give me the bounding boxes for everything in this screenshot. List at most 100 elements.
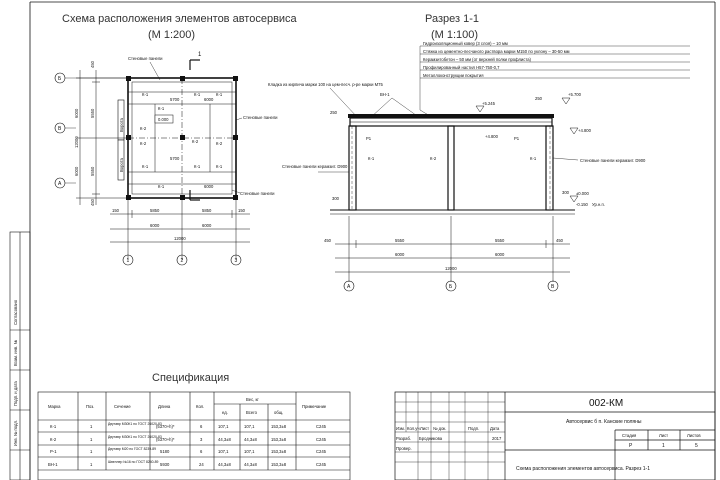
plan-el-k1-e: К-1 bbox=[194, 164, 201, 169]
stamp-dev-name: Бродникова bbox=[419, 436, 443, 441]
section-dim-1-3: 450 bbox=[556, 238, 564, 243]
axis-col-1: 1 bbox=[127, 258, 130, 264]
section-p1-left: Р1 bbox=[366, 136, 372, 141]
stamp-sheet-title: Схема расположения элементов автосервиса… bbox=[516, 466, 650, 472]
axis-bubble-col-2 bbox=[176, 254, 188, 266]
plan-columns bbox=[126, 76, 238, 200]
svg-text:С245: С245 bbox=[316, 424, 327, 429]
svg-text:1: 1 bbox=[90, 449, 93, 454]
svg-text:3: 3 bbox=[200, 437, 203, 442]
svg-text:С245: С245 bbox=[316, 462, 327, 467]
roof-layer-4: Профилированный настил Н57-750-0,7 bbox=[423, 65, 500, 70]
plan-el-k1-f: К-1 bbox=[216, 164, 223, 169]
section-dim-side-right: 300 bbox=[562, 190, 570, 195]
axis-bubble-col-1 bbox=[122, 254, 134, 266]
section-dim-top-right: 250 bbox=[535, 96, 543, 101]
spec-sub-total: Всего bbox=[246, 410, 258, 415]
svg-text:107,1: 107,1 bbox=[218, 449, 229, 454]
side-label-inv: Инв. № подл. bbox=[13, 420, 18, 446]
plan-panel-note-2: Стеновые панели bbox=[243, 115, 278, 120]
plan-el-k1-d: К-1 bbox=[142, 164, 149, 169]
section-dim-1-1: 5550 bbox=[395, 238, 405, 243]
svg-text:5930: 5930 bbox=[160, 462, 170, 467]
roof-layer-2: Стяжка из цементно-песчаного раствора ма… bbox=[423, 49, 570, 54]
plan-el-k1-c: К-1 bbox=[216, 92, 223, 97]
stamp-col-qty: Кол.уч bbox=[407, 426, 420, 431]
axis-col-2: 2 bbox=[181, 258, 184, 264]
spec-table: Спецификация Марка Поз. Сечение Длина Ко… bbox=[37, 372, 351, 480]
svg-text:Швеллер №16 по ГОСТ 8240-89: Швеллер №16 по ГОСТ 8240-89 bbox=[108, 460, 159, 464]
svg-text:К-2: К-2 bbox=[50, 437, 57, 442]
section-axis-c: В bbox=[551, 284, 555, 290]
roof-layer-3: Керамзитобетон – 50 мм (от верхней полки… bbox=[423, 57, 532, 62]
plan-drawing: Схема расположения элементов автосервиса… bbox=[54, 13, 298, 266]
section-col-k2: К-2 bbox=[430, 156, 437, 161]
plan-el-k1-h: К-1 bbox=[158, 184, 165, 189]
section-dim-2-1: 6000 bbox=[495, 252, 505, 257]
svg-text:Двутавр М30К1 по ГОСТ 26020-83: Двутавр М30К1 по ГОСТ 26020-83 bbox=[108, 435, 162, 439]
stamp-sheet-v: 1 bbox=[662, 443, 665, 449]
stamp-dev-role: Разраб. bbox=[396, 436, 411, 441]
spec-row-1: К-1 1 Двутавр М30К1 по ГОСТ 26020-83 (53… bbox=[50, 422, 327, 429]
plan-dim-left-1: 5550 bbox=[90, 108, 95, 118]
plan-zero-box bbox=[154, 114, 174, 124]
stamp-sheets-v: 5 bbox=[695, 443, 698, 449]
svg-text:С245: С245 bbox=[316, 437, 327, 442]
plan-scale: (М 1:200) bbox=[148, 29, 195, 41]
stamp-check-role: Провер. bbox=[396, 446, 412, 451]
level-mark-4: +4.800 bbox=[485, 134, 499, 139]
stamp-stage-v: Р bbox=[629, 443, 633, 449]
section-axis-b: Б bbox=[449, 284, 453, 290]
svg-text:К-1: К-1 bbox=[50, 424, 57, 429]
spec-header-length: Длина bbox=[158, 404, 171, 409]
plan-el-k2-b: К-2 bbox=[192, 139, 199, 144]
section-axis-bubble-b bbox=[445, 280, 457, 292]
stamp-col-sheet: Лист bbox=[420, 426, 429, 431]
roof-structure bbox=[348, 114, 554, 127]
svg-text:153,3±8: 153,3±8 bbox=[271, 462, 287, 467]
roof-layers-box bbox=[419, 45, 690, 123]
stamp-dev-year: 2017 bbox=[492, 436, 502, 441]
svg-text:153,3±8: 153,3±8 bbox=[271, 449, 287, 454]
plan-dim-b2-0: 6000 bbox=[150, 223, 160, 228]
plan-dims-left bbox=[76, 70, 128, 205]
panel-note-left: Стеновые панели керамзит. D900 bbox=[282, 164, 348, 169]
svg-text:1: 1 bbox=[90, 437, 93, 442]
spec-header-mark: Марка bbox=[48, 404, 61, 409]
plan-dim-left-4: 6000 bbox=[74, 166, 79, 176]
section-dim-side-left: 300 bbox=[332, 196, 340, 201]
stamp-col-date: Дата bbox=[490, 426, 500, 431]
beam-label: ВН-1 bbox=[380, 92, 390, 97]
plan-dim-b3: 12000 bbox=[174, 236, 186, 241]
plan-panel-note-3: Стеновые панели bbox=[240, 191, 275, 196]
section-drawing: Разрез 1-1 (М 1:100) Гидроизоляционный к… bbox=[268, 13, 690, 292]
plan-el-k2-d: К-2 bbox=[216, 141, 223, 146]
plan-dim-b1-2: 5850 bbox=[202, 208, 212, 213]
section-dim-top-left: 250 bbox=[330, 110, 338, 115]
plan-dims-bottom bbox=[110, 200, 250, 260]
svg-text:44,3±8: 44,3±8 bbox=[218, 462, 231, 467]
axis-row-3: А bbox=[58, 181, 62, 187]
cut-marker-top bbox=[189, 59, 200, 70]
spec-sub-unit: ед. bbox=[222, 410, 228, 415]
section-dim-3: 12000 bbox=[445, 266, 457, 271]
stamp-project: Автосервис б п. Канские поляны bbox=[566, 419, 642, 425]
plan-axis-leaders bbox=[65, 77, 128, 184]
svg-text:С245: С245 bbox=[316, 449, 327, 454]
level-triangles bbox=[475, 97, 579, 203]
plan-dim-b1-3: 150 bbox=[238, 208, 246, 213]
masonry-note: Кладка из кирпича марки 100 на цем-песч.… bbox=[268, 82, 383, 87]
plan-dim-b1-0: 150 bbox=[112, 208, 120, 213]
svg-text:Двутавр М30К1 по ГОСТ 26020-83: Двутавр М30К1 по ГОСТ 26020-83 bbox=[108, 422, 162, 426]
svg-text:107,1: 107,1 bbox=[218, 424, 229, 429]
svg-text:1: 1 bbox=[90, 424, 93, 429]
stamp-col-change: Изм. bbox=[396, 426, 405, 431]
spec-row-2: К-2 1 Двутавр М30К1 по ГОСТ 26020-83 (53… bbox=[50, 435, 327, 442]
plan-zero-label: 0.000 bbox=[158, 117, 169, 122]
plan-inner-dim-4: 6000 bbox=[204, 184, 214, 189]
level-mark-6: -0.150 bbox=[576, 202, 589, 207]
svg-text:ВН-1: ВН-1 bbox=[48, 462, 58, 467]
svg-text:(5370+h)*: (5370+h)* bbox=[156, 424, 175, 429]
spec-sub-overall: общ. bbox=[274, 410, 283, 415]
